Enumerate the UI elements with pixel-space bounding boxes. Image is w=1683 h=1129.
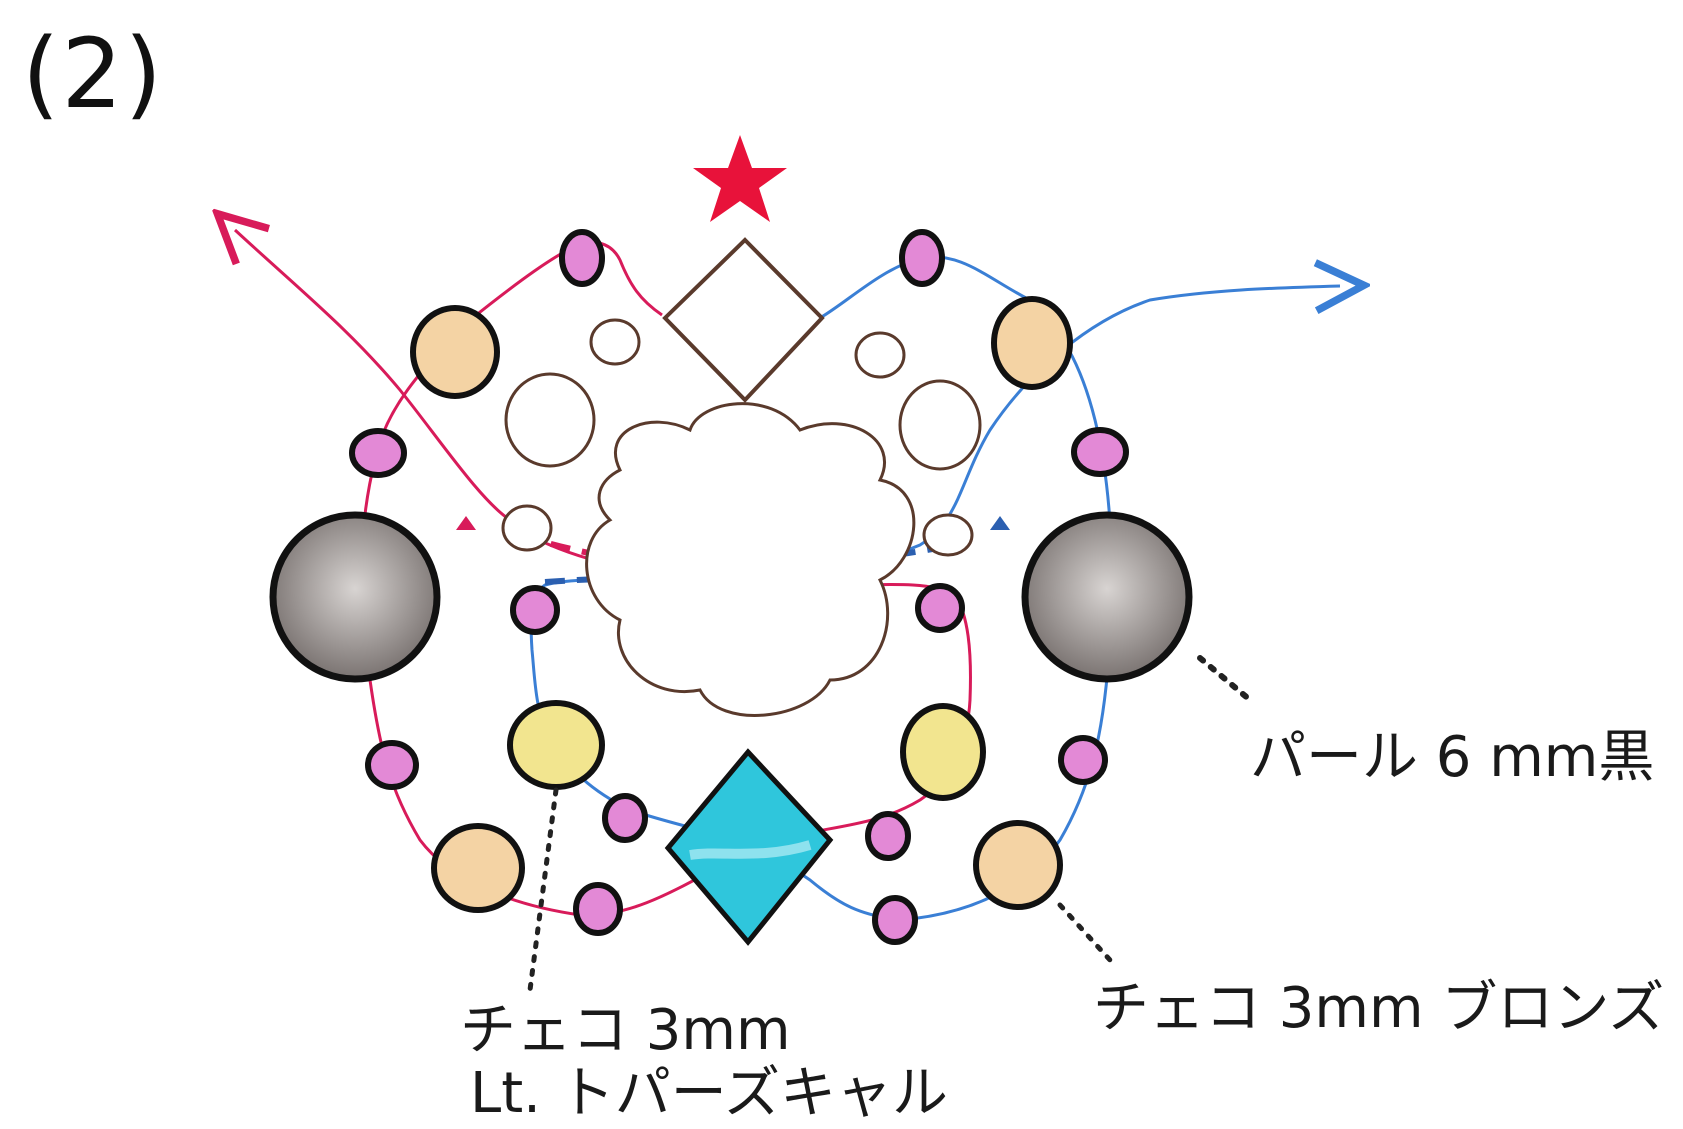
pink-seed-bead [1071,427,1129,477]
label-bronze: チェコ 3mm ブロンズ [1093,976,1665,1041]
top-diamond-bead [662,237,825,403]
thread-blue [529,255,1340,922]
start-star-icon [693,135,787,222]
clear-bead [589,318,641,366]
clear-bead [504,372,596,468]
bottom-diamond-bead [664,748,834,946]
pink-seed-bead [602,793,648,843]
pink-seed-bead [899,229,945,287]
triangle-marker-blue [990,516,1010,530]
clear-bead [898,379,982,471]
pink-seed-bead [1058,735,1108,785]
pink-seed-bead [510,585,560,635]
label-topaz-line1: チェコ 3mm [460,998,791,1063]
bronze-bead [973,820,1063,910]
clear-bead [854,331,906,379]
pink-seed-bead [573,882,623,936]
pink-seed-bead [872,895,918,945]
triangle-marker-pink [456,516,476,530]
pink-seed-bead [865,811,911,861]
bronze-bead [991,296,1073,390]
leader-line-topaz [527,787,559,993]
center-flower-bead [585,402,916,717]
black-pearl-6mm [269,511,441,683]
black-pearl-6mm [1021,511,1193,683]
pink-seed-bead [349,428,407,478]
topaz-bead [900,703,986,801]
pink-seed-bead [915,583,965,633]
clear-bead [922,513,974,557]
label-pearl: パール 6 mm黒 [1250,725,1655,790]
leader-line-pearl [1197,655,1253,703]
bronze-bead [410,305,500,399]
clear-bead [501,504,553,552]
topaz-bead [507,700,605,790]
step-number: (2) [22,18,164,130]
bronze-bead [431,823,525,913]
leader-line-bronze [1057,902,1113,963]
pink-seed-bead [559,229,605,287]
pink-seed-bead [365,740,419,790]
label-topaz-line2: Lt. トパーズキャル [470,1061,948,1126]
